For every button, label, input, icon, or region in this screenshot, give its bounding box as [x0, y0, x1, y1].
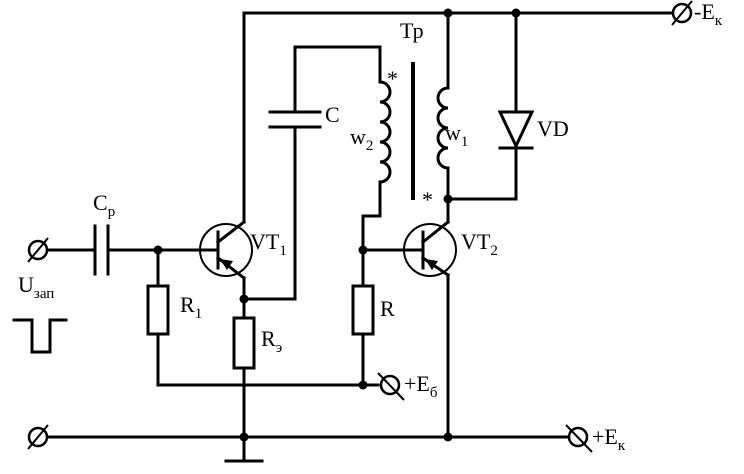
- top-rail-wire: [242, 11, 674, 224]
- label-transformer: Тр: [400, 18, 424, 43]
- junction-dot: [443, 194, 453, 204]
- junction-dot: [443, 8, 453, 18]
- label-vt1: VT1: [250, 229, 287, 259]
- input-pulse-waveform: [12, 318, 68, 354]
- label-w2: w2: [350, 124, 373, 154]
- winding-w2: [378, 70, 392, 192]
- coupling-capacitor: [93, 224, 110, 276]
- transistor-vt1: [198, 219, 253, 281]
- label-plus-ek: +Eк: [592, 424, 626, 454]
- resistor-re: [232, 316, 256, 370]
- junction-dot: [239, 294, 249, 304]
- label-w1: w1: [445, 120, 468, 150]
- terminals: [27, 0, 693, 453]
- winding-w1: [436, 84, 450, 182]
- diode-vd: [497, 110, 535, 150]
- junction-dot: [239, 432, 249, 442]
- terminal-minus-ek: [671, 0, 693, 26]
- capacitor-c: [268, 110, 322, 129]
- junction-dot: [443, 432, 453, 442]
- label-diode: VD: [537, 116, 569, 141]
- label-star-bottom: *: [422, 187, 433, 212]
- junction-dot: [358, 380, 368, 390]
- cap-c-wire: [242, 45, 382, 301]
- label-star-top: *: [387, 66, 398, 91]
- label-vt2: VT2: [461, 229, 498, 259]
- resistor-r: [351, 284, 375, 336]
- label-minus-ek: -Eк: [694, 0, 723, 29]
- label-input-voltage: Uзап: [18, 272, 54, 302]
- terminal-plus-ek: [565, 424, 593, 453]
- label-r1: R1: [180, 292, 202, 322]
- label-re: Rэ: [261, 326, 282, 356]
- label-plus-eb: +Eб: [404, 371, 438, 401]
- label-coupling-cap: Cр: [93, 190, 115, 220]
- label-capacitor-c: C: [325, 102, 340, 127]
- resistor-r1: [146, 284, 170, 336]
- junction-dot: [153, 245, 163, 255]
- junctions: [153, 8, 521, 442]
- label-r: R: [380, 296, 395, 321]
- junction-dot: [358, 245, 368, 255]
- junction-dot: [511, 8, 521, 18]
- diode-wire: [446, 11, 518, 201]
- terminal-ground-left: [27, 424, 49, 450]
- transistor-vt2: [403, 219, 457, 278]
- r1-branch-wire: [156, 248, 365, 387]
- wires: [45, 11, 674, 463]
- terminal-input: [27, 237, 49, 263]
- terminal-plus-eb: [377, 372, 405, 401]
- transformer: [378, 62, 450, 200]
